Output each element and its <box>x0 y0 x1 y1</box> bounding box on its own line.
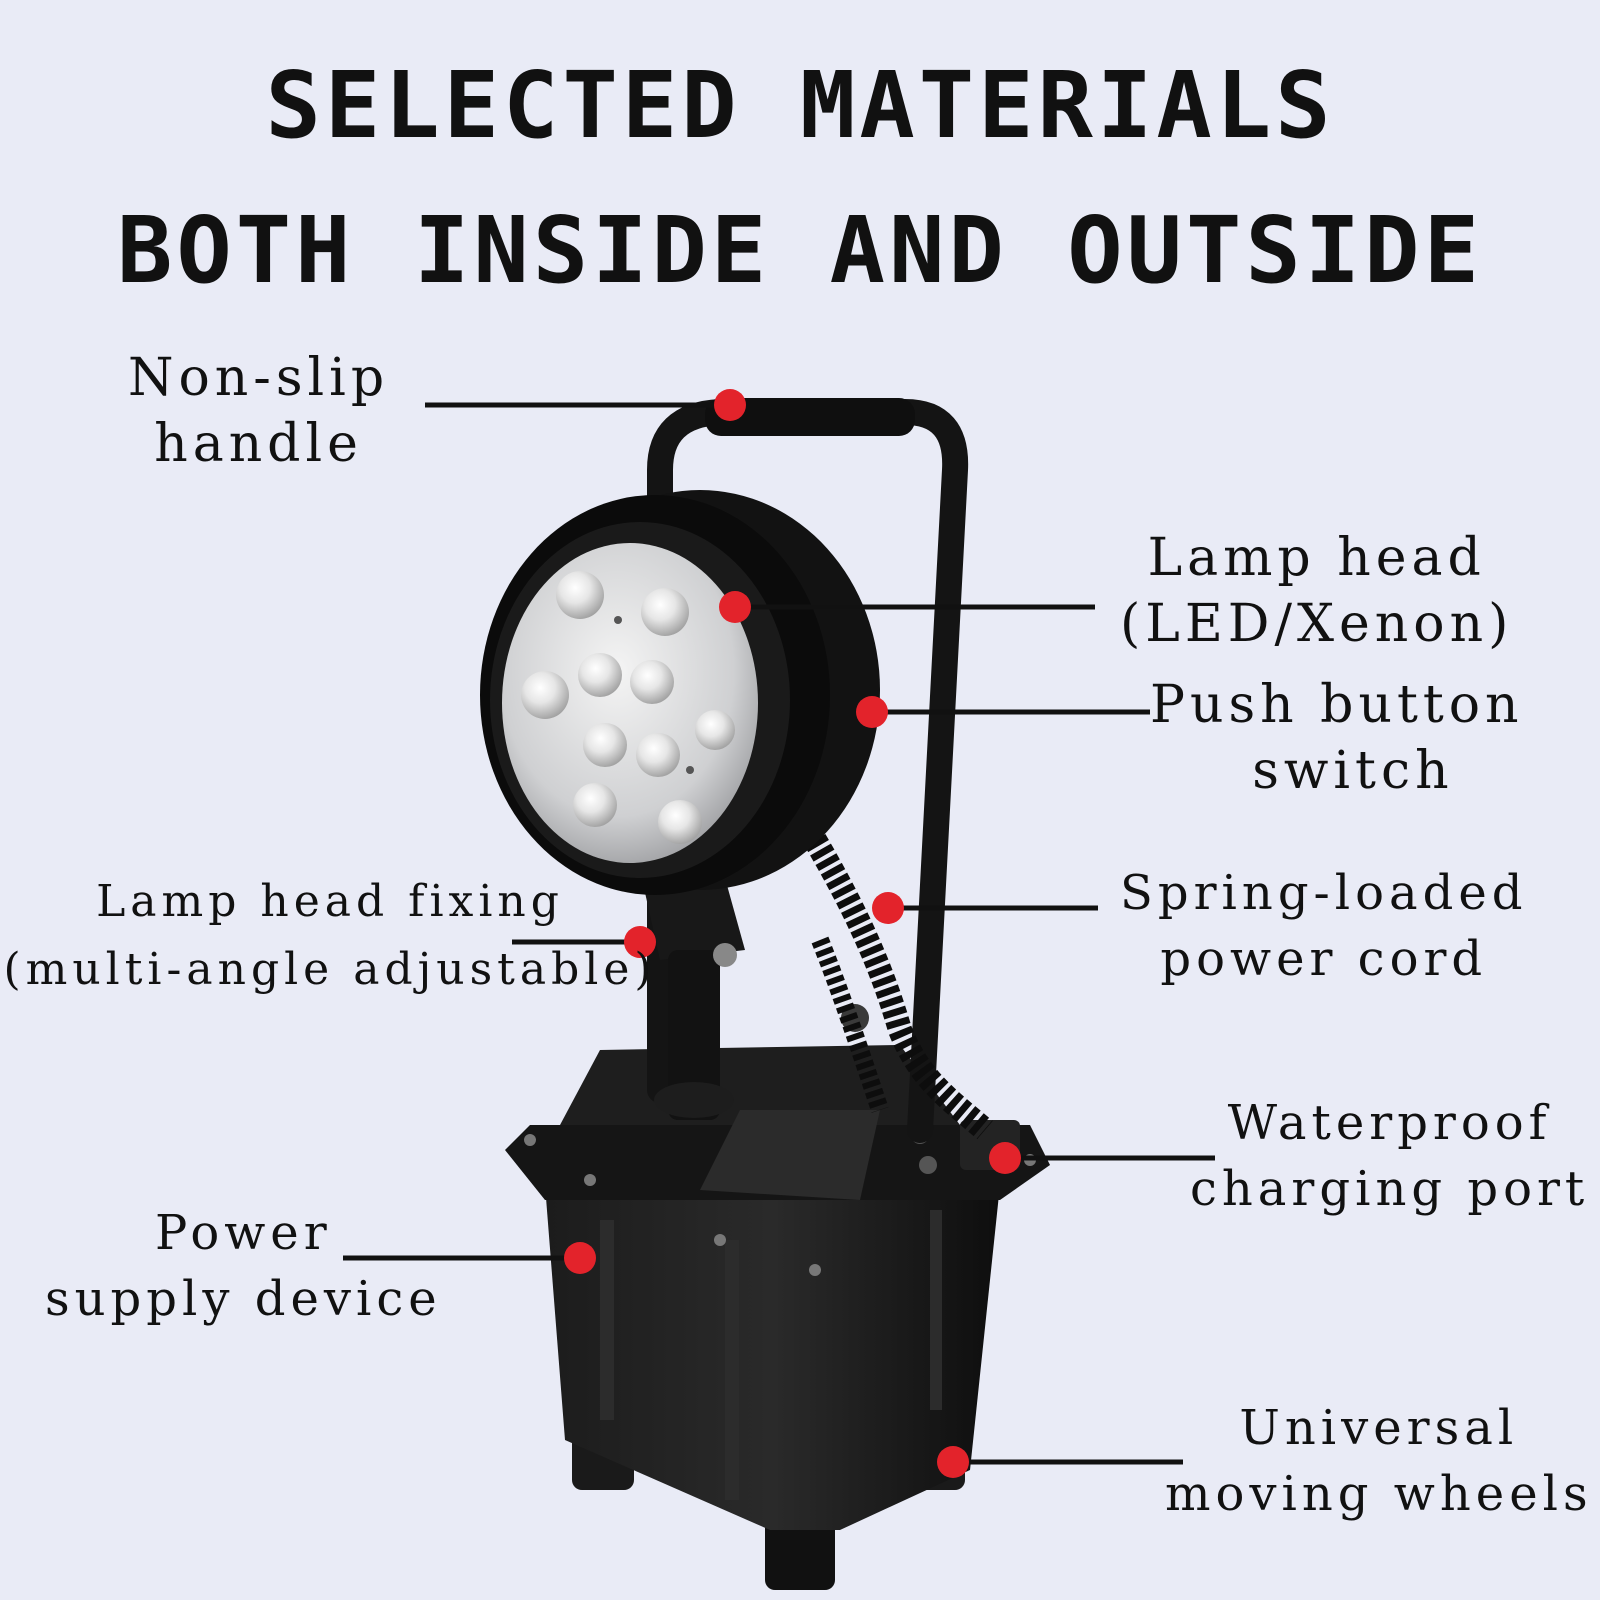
label-lamp-head: Lamp head(LED/Xenon) <box>1120 528 1514 654</box>
marker-charging-port <box>989 1142 1021 1174</box>
title-line-2: BOTH INSIDE AND OUTSIDE <box>117 197 1483 304</box>
callout-markers <box>564 389 1021 1478</box>
led-array <box>521 571 735 844</box>
marker-lamp-head <box>719 591 751 623</box>
lamp-head <box>480 490 880 895</box>
marker-wheels <box>937 1446 969 1478</box>
title-line-1: SELECTED MATERIALS <box>265 52 1335 159</box>
spring-cord <box>804 833 993 1140</box>
label-lamp-head-fixing: Lamp head fixing(multi-angle adjustable) <box>3 876 657 995</box>
marker-power-cord <box>872 892 904 924</box>
marker-power-supply <box>564 1242 596 1274</box>
marker-lamp-fixing <box>624 926 656 958</box>
marker-handle <box>714 389 746 421</box>
handle <box>647 398 969 1143</box>
power-supply-box <box>505 1004 1050 1530</box>
marker-push-button <box>856 696 888 728</box>
leader-lines <box>343 402 1215 1465</box>
